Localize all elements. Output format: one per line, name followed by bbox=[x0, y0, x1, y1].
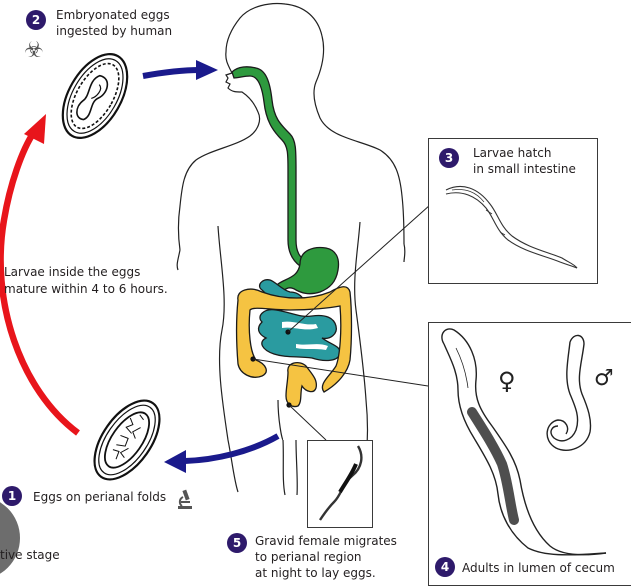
maturation-arrow bbox=[0, 114, 80, 436]
step2-badge: 2 bbox=[26, 10, 46, 30]
step5-panel bbox=[307, 440, 373, 528]
step5-label-line2: to perianal region bbox=[255, 550, 362, 564]
step5-label-line1: Gravid female migrates bbox=[255, 534, 397, 548]
embryonated-egg bbox=[61, 52, 129, 140]
step5-badge: 5 bbox=[227, 533, 247, 553]
leader-lines bbox=[252, 204, 431, 441]
maturation-note-line2: mature within 4 to 6 hours. bbox=[4, 282, 168, 296]
leader-to-step4 bbox=[252, 358, 429, 387]
pubic-line-left bbox=[277, 399, 284, 441]
leader-to-step3 bbox=[287, 204, 431, 333]
esophagus-and-stomach bbox=[231, 66, 340, 307]
microscope-icon bbox=[176, 488, 194, 510]
left-torso-line bbox=[217, 225, 239, 493]
step4-label: Adults in lumen of cecum bbox=[462, 561, 615, 575]
maturation-note-line1: Larvae inside the eggs bbox=[4, 265, 141, 279]
step1-label: Eggs on perianal folds bbox=[33, 490, 167, 504]
left-leg-line bbox=[282, 439, 286, 496]
egg-deposition-arrow bbox=[164, 433, 280, 473]
egg-granules bbox=[112, 414, 144, 460]
leader-to-step5 bbox=[288, 404, 327, 441]
step2-label-line2: ingested by human bbox=[56, 24, 173, 38]
perianal-egg bbox=[93, 399, 161, 481]
right-leg-line bbox=[295, 439, 298, 496]
left-arm-line bbox=[176, 249, 181, 271]
esophagus bbox=[231, 66, 308, 267]
male-symbol-icon: ♂ bbox=[594, 366, 614, 391]
step2-label-line1: Embryonated eggs bbox=[56, 8, 170, 22]
step5-label-line3: at night to lay eggs. bbox=[255, 566, 376, 580]
right-torso-line bbox=[354, 221, 369, 461]
face-profile bbox=[177, 72, 261, 251]
right-arm-line bbox=[403, 243, 406, 263]
step3-label-line2: in small intestine bbox=[473, 162, 576, 176]
human-body-outline bbox=[176, 2, 406, 496]
step1-badge: 1 bbox=[2, 486, 22, 506]
step4-panel bbox=[428, 322, 631, 586]
step4-badge: 4 bbox=[435, 557, 455, 577]
biohazard-icon: ☣ bbox=[24, 38, 44, 63]
female-symbol-icon: ♀ bbox=[498, 367, 516, 395]
ingestion-arrow bbox=[142, 60, 218, 80]
colon bbox=[235, 286, 353, 393]
sigmoid-and-rectum bbox=[285, 361, 318, 408]
microscope-glyph bbox=[178, 489, 192, 509]
small-intestine-gaps bbox=[282, 321, 328, 350]
head-and-face-outline bbox=[225, 2, 405, 245]
step3-label-line1: Larvae hatch bbox=[473, 146, 552, 160]
partial-legend-text: tive stage bbox=[0, 548, 60, 562]
large-intestine bbox=[235, 286, 353, 408]
step3-badge: 3 bbox=[439, 148, 459, 168]
